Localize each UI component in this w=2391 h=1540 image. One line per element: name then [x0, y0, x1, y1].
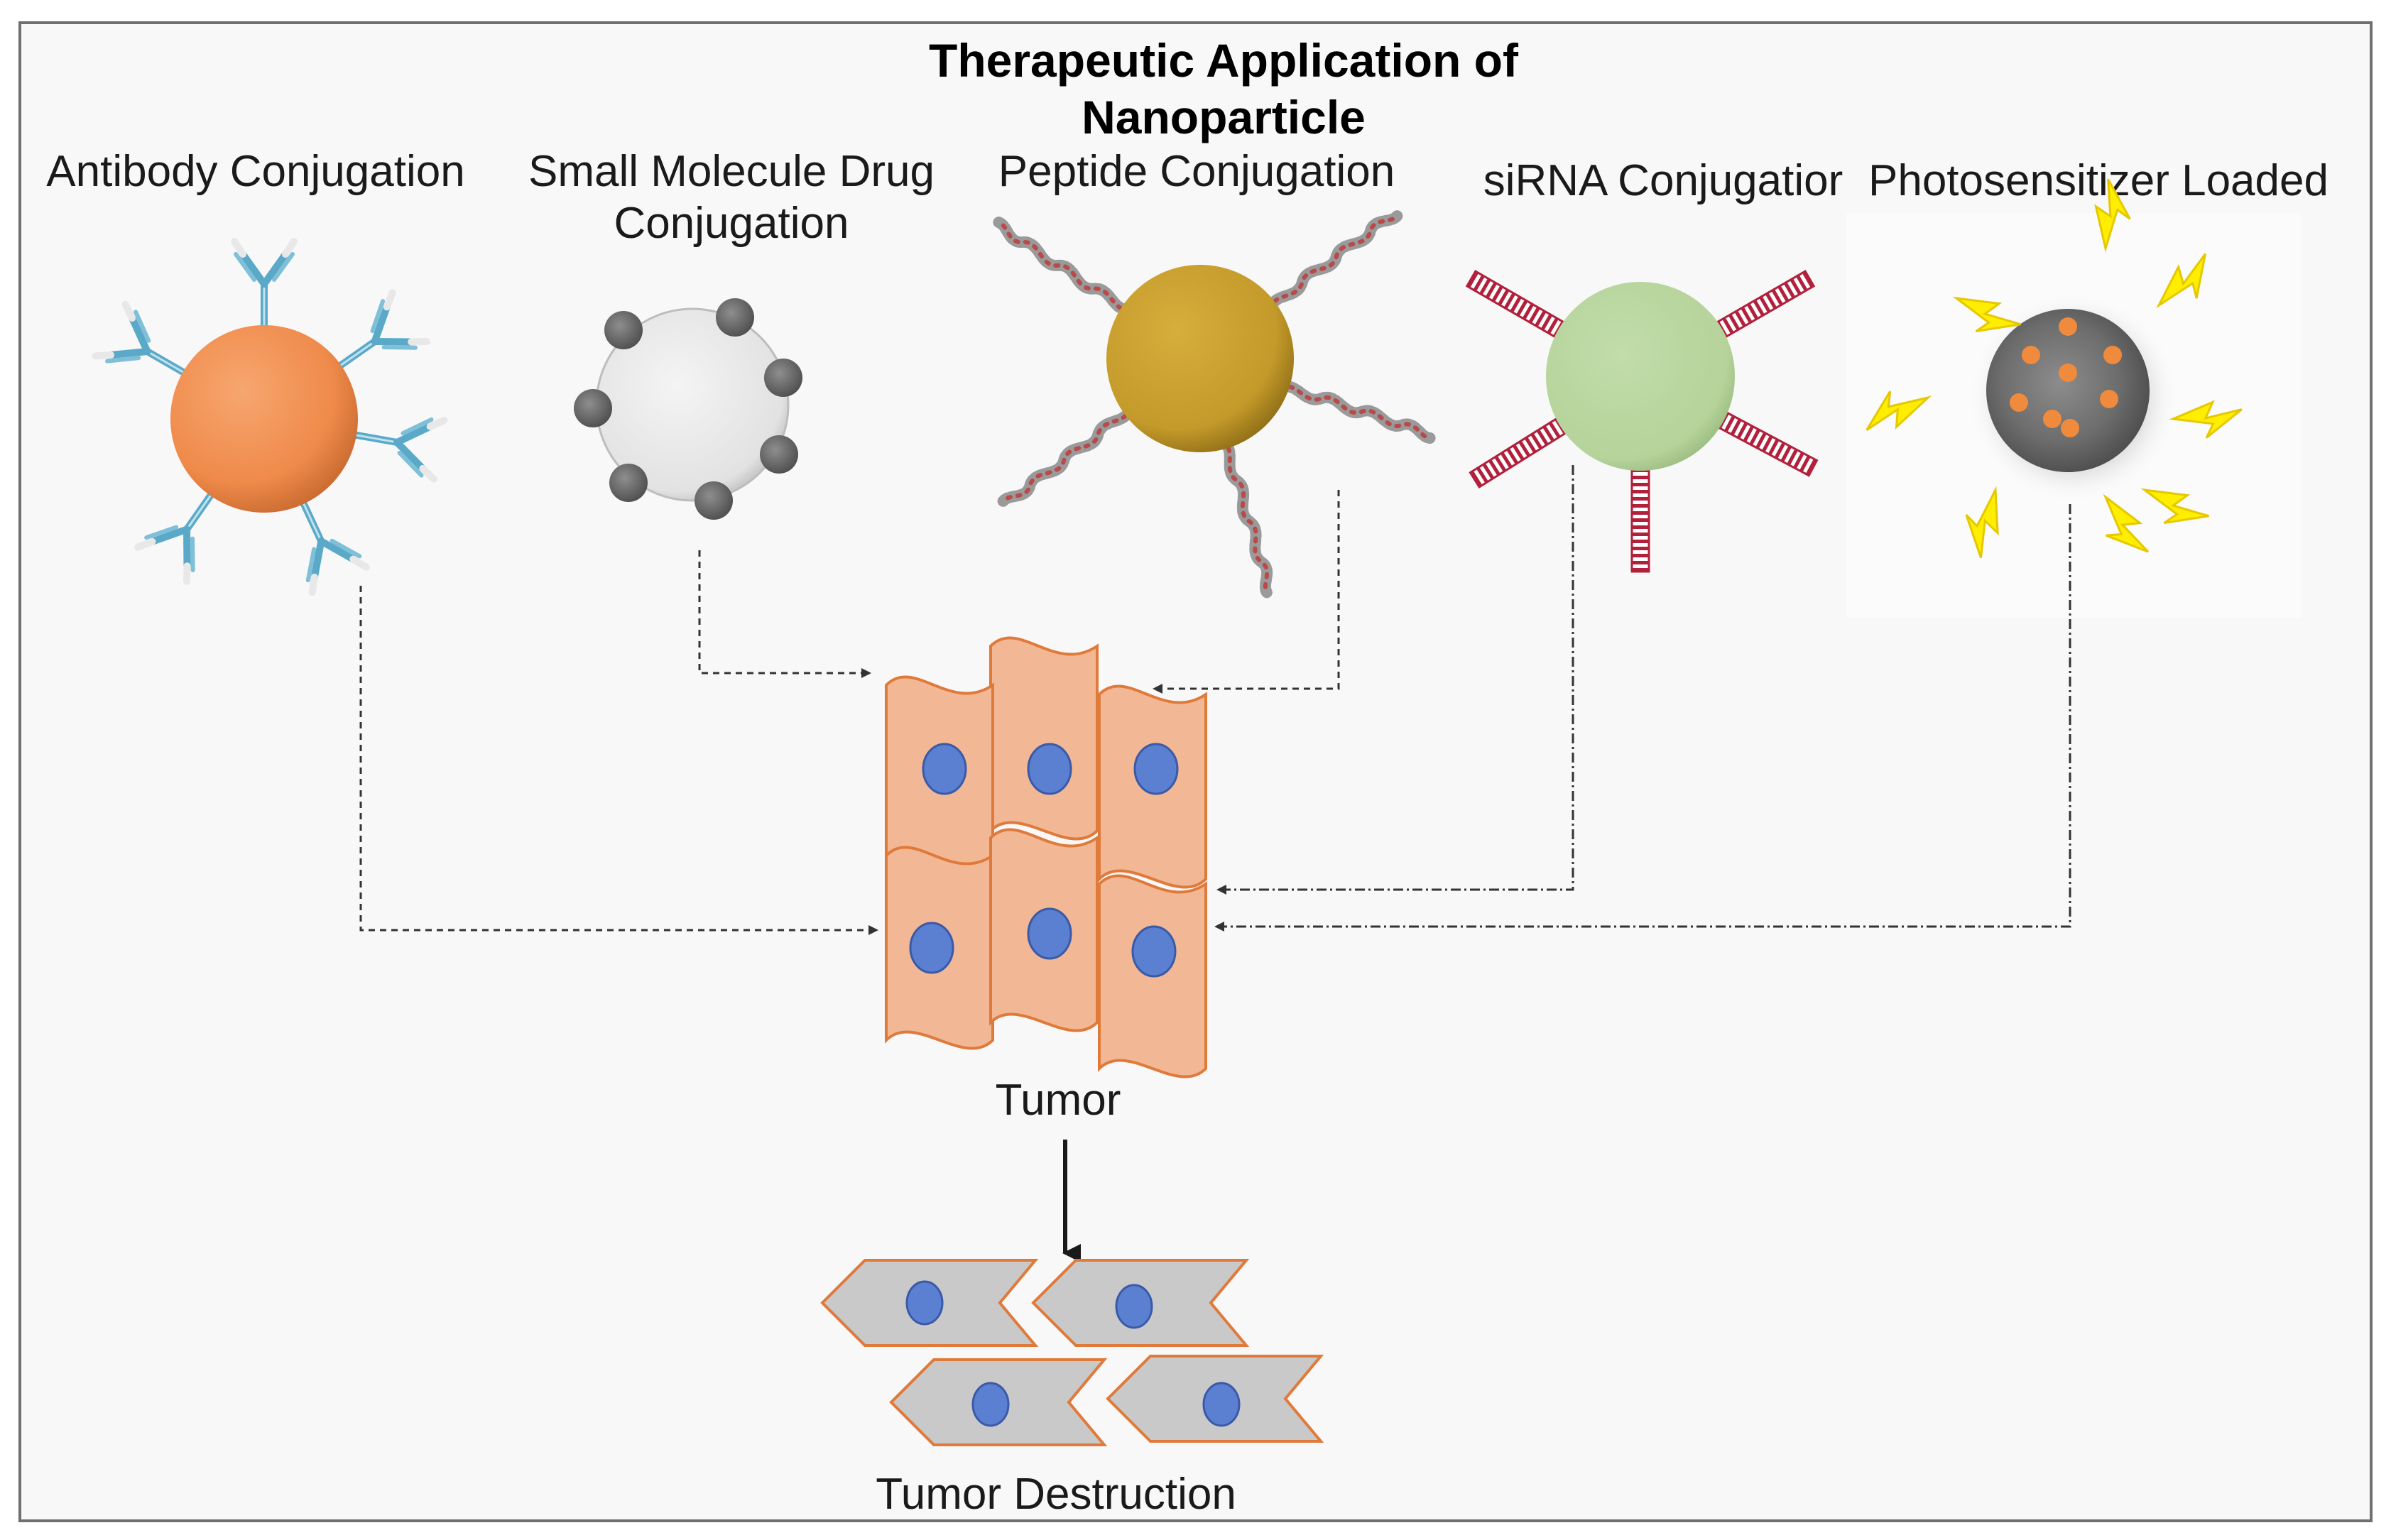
- tumor-nuclei: [909, 743, 1179, 978]
- arrow-antibody-to-tumor: [359, 586, 878, 935]
- label-sirna-conjugation: siRNA Conjugatior: [1483, 156, 1843, 205]
- label-peptide-conjugation: Peptide Conjugation: [998, 147, 1395, 196]
- arrow-sirna-to-tumor: [1216, 465, 1574, 895]
- label-antibody-conjugation: Antibody Conjugation: [46, 147, 464, 196]
- label-photosensitizer-loaded: Photosensitizer Loaded: [1868, 156, 2329, 205]
- antibody-nanoparticle: [95, 241, 444, 592]
- label-small-molecule-line2: Conjugation: [614, 199, 849, 248]
- photosensitizer-nanoparticle: [1846, 177, 2301, 618]
- label-tumor: Tumor: [996, 1076, 1121, 1125]
- sirna-nanoparticle: [1465, 270, 1819, 573]
- diagram-title-line1: Therapeutic Application of: [929, 34, 1519, 87]
- arrow-photosensitizer-to-tumor: [1214, 504, 2071, 932]
- label-tumor-destruction: Tumor Destruction: [876, 1470, 1236, 1519]
- peptide-nanoparticle: [994, 211, 1433, 595]
- connector-arrows: [359, 465, 2071, 935]
- destroyed-cell-nuclei: [905, 1280, 1241, 1427]
- label-small-molecule-line1: Small Molecule Drug: [528, 147, 935, 196]
- small-molecule-nanoparticle: [574, 298, 802, 520]
- diagram-title-line2: Nanoparticle: [1082, 91, 1366, 143]
- tumor-cell-cluster: [885, 636, 1207, 1078]
- arrow-peptide-to-tumor: [1153, 490, 1340, 694]
